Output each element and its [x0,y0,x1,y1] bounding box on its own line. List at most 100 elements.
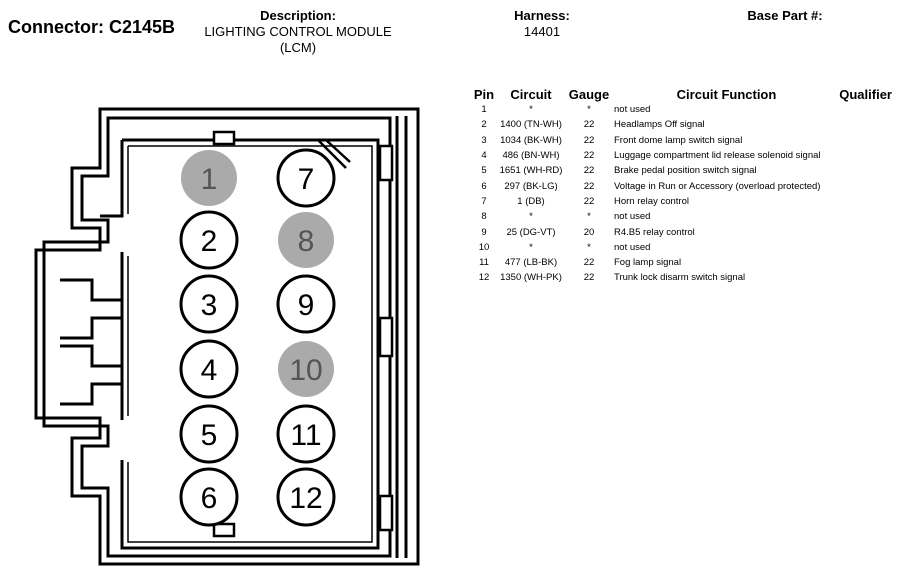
header-qualifier: Qualifier [839,87,892,102]
pin-circle [179,467,239,527]
pin-12: 12 [276,467,336,527]
qualifier [839,255,892,270]
pin-number: 12 [478,272,490,284]
table-row: 1**not used [470,102,892,117]
circuit-id: 297 (BK-LG) [504,180,558,192]
header-circuit-function: Circuit Function [676,87,777,102]
circuit-id: 1034 (BK-WH) [500,134,562,146]
circuit-id: 1350 (WH-PK) [500,272,562,284]
qualifier [839,194,892,209]
pin-1: 1 [181,150,237,206]
table-row: 5 1651 (WH-RD) 22 Brake pedal position swit… [470,163,892,178]
pin-label: 6 [201,482,218,515]
pin-circle [276,274,336,334]
side-latch-upper [378,144,394,182]
pin-number: 11 [479,257,489,269]
pin-number: 6 [481,180,487,192]
wire-gauge: 22 [583,195,595,207]
pin-table: Pin Circuit Gauge Circuit Function Quali… [470,86,892,286]
pin-label: 1 [201,163,218,196]
circuit-function: Luggage compartment lid release solenoid… [614,150,821,162]
wire-gauge: 22 [583,257,595,269]
qualifier [839,163,892,178]
circuit-id: 477 (LB-BK) [504,257,558,269]
pin-7: 7 [276,148,336,208]
qualifier [839,209,892,224]
pin-number: 9 [481,226,487,238]
circuit-id: 25 (DG-VT) [506,226,556,238]
circuit-function: Front dome lamp switch signal [614,134,743,146]
description-line-2: (LCM) [279,40,317,55]
circuit-id: * [529,104,533,116]
pin-2: 2 [179,210,239,270]
wire-gauge: * [587,211,591,223]
pin-3: 3 [179,274,239,334]
table-row: 10 * * not used [470,240,892,255]
harness-value: 14401 [523,24,561,39]
connector-inner-wall [42,116,392,558]
pin-10: 10 [278,341,334,397]
circuit-id: 1651 (WH-RD) [499,165,563,177]
pin-circle [179,210,239,270]
pin-label: 3 [201,289,218,322]
wire-gauge: 22 [583,119,595,131]
pin-number: 10 [478,241,490,253]
circuit-function: Trunk lock disarm switch signal [614,272,746,284]
pin-circle [179,274,239,334]
circuit-id: * [529,211,533,223]
circuit-function: R4.B5 relay control [614,226,695,238]
pin-label: 5 [201,419,218,452]
circuit-function: Fog lamp signal [614,257,682,269]
pin-label: 4 [201,354,218,387]
circuit-function: Horn relay control [614,195,689,207]
connector-pin-cavity [100,138,380,550]
pin-circle [179,404,239,464]
table-row: 11 477 (LB-BK) 22 Fog lamp signal [470,255,892,270]
wire-gauge: 20 [583,226,595,238]
pin-number: 2 [481,119,487,131]
circuit-function: not used [614,241,651,253]
pin-circle [181,150,237,206]
header-circuit: Circuit [510,87,552,102]
pin-label: 10 [289,354,322,387]
table-row: 8 * * not used [470,209,892,224]
circuit-function: Headlamps Off signal [614,119,705,131]
harness-label: Harness: [514,8,570,23]
pin-number: 1 [481,104,487,116]
pin-number: 3 [481,134,487,146]
qualifier [839,178,892,193]
pin-circle [276,148,336,208]
wire-gauge: 22 [583,150,595,162]
base-part-label: Base Part #: [747,8,823,23]
latch-tab-upper [60,278,124,340]
circuit-function: not used [614,211,651,223]
pin-9: 9 [276,274,336,334]
pin-label: 12 [289,482,322,515]
corner-chamfer [317,139,351,169]
pin-circle [276,467,336,527]
wire-gauge: * [587,241,591,253]
circuit-id: * [529,241,533,253]
qualifier [839,270,892,285]
pin-circle [179,339,239,399]
circuit-id: 486 (BN-WH) [502,150,560,162]
circuit-function: Voltage in Run or Accessory (overload pr… [614,180,821,192]
pin-number: 5 [481,165,487,177]
harness-block: Harness: 14401 [492,8,592,40]
pin-table-body: 1 * * not used 2 1400 (TN-WH) 22 Headlamps Off … [470,102,892,286]
top-key-tab [212,130,236,146]
qualifier [839,102,892,117]
qualifier [839,133,892,148]
qualifier [839,224,892,239]
circuit-id: 1400 (TN-WH) [500,119,562,131]
qualifier [839,117,892,132]
bottom-key-tab [212,522,236,538]
circuit-function: Brake pedal position switch signal [614,165,757,177]
pin-number: 8 [481,211,487,223]
wire-gauge: 22 [583,165,595,177]
qualifier [839,240,892,255]
pin-label: 8 [298,225,315,258]
